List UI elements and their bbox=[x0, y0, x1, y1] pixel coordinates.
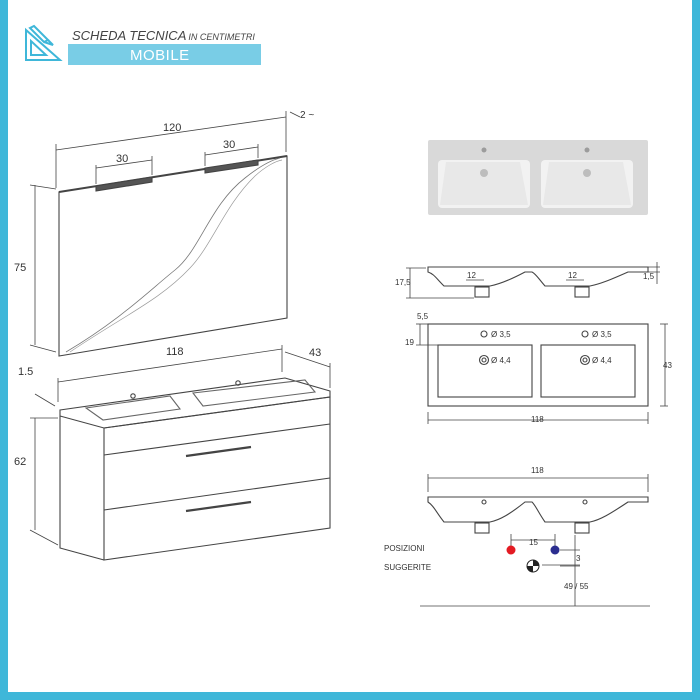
plan-drain-right-label: Ø 4,4 bbox=[592, 356, 612, 365]
basin-plan bbox=[427, 323, 649, 407]
sheet-unit: IN CENTIMETRI bbox=[188, 32, 255, 42]
lamp-left-label: 30 bbox=[116, 153, 129, 165]
cabinet-top-thickness-label: 1.5 bbox=[18, 366, 34, 378]
plan-drain-left-label: Ø 4,4 bbox=[491, 356, 511, 365]
mirror-depth-label: 2 ~ bbox=[300, 110, 315, 121]
plan-tap-hole-right-label: Ø 3,5 bbox=[592, 330, 612, 339]
mirror-height-label: 75 bbox=[14, 262, 27, 274]
cold-water-dot bbox=[550, 545, 560, 555]
basin-section bbox=[427, 266, 649, 298]
positions-height-label: 49 / 55 bbox=[564, 582, 589, 591]
product-bar bbox=[68, 44, 261, 65]
product-label: MOBILE bbox=[130, 47, 190, 64]
cabinet-drawing bbox=[59, 377, 331, 561]
page-frame-bottom bbox=[8, 692, 692, 700]
section-height-label: 17,5 bbox=[395, 278, 411, 287]
cabinet-width-label: 118 bbox=[166, 346, 184, 358]
plan-width-label: 118 bbox=[531, 415, 544, 424]
plan-tap-hole-left-label: Ø 3,5 bbox=[491, 330, 511, 339]
cabinet-depth-label: 43 bbox=[309, 347, 322, 359]
basin-section-dimensions bbox=[406, 262, 660, 299]
sheet-title-text: SCHEDA TECNICA bbox=[72, 28, 187, 43]
section-right-offset-label: 12 bbox=[568, 271, 577, 280]
drain-symbol-icon bbox=[526, 559, 540, 573]
positions-label-line1: POSIZIONI bbox=[384, 544, 425, 553]
section-left-offset-label: 12 bbox=[467, 271, 476, 280]
positions-spacing-label: 15 bbox=[529, 538, 538, 547]
positions-label-line2: SUGGERITE bbox=[384, 563, 432, 572]
section-top-thickness-label: 1,5 bbox=[643, 272, 655, 281]
technical-sheet-icon bbox=[25, 24, 63, 61]
basin-front bbox=[427, 496, 649, 534]
basin-render bbox=[428, 140, 648, 215]
lamp-right-label: 30 bbox=[223, 139, 236, 151]
basin-plan-dimensions bbox=[416, 323, 668, 424]
mirror-dimensions bbox=[29, 111, 301, 353]
mirror-drawing bbox=[58, 155, 288, 357]
mirror-depth-value: 2 bbox=[300, 110, 306, 121]
hot-water-dot bbox=[506, 545, 516, 555]
front-width-label: 118 bbox=[531, 466, 544, 475]
basin-front-dimensions bbox=[427, 474, 649, 492]
cabinet-height-label: 62 bbox=[14, 456, 27, 468]
plan-margin-label: 5,5 bbox=[417, 312, 429, 321]
positions-offset-label: 3 bbox=[576, 554, 581, 563]
cabinet-dimensions bbox=[29, 345, 331, 546]
plan-depth-label: 43 bbox=[663, 361, 672, 370]
mirror-width-label: 120 bbox=[163, 122, 182, 134]
plan-hole-offset-label: 19 bbox=[405, 338, 414, 347]
suggested-positions bbox=[420, 534, 650, 607]
